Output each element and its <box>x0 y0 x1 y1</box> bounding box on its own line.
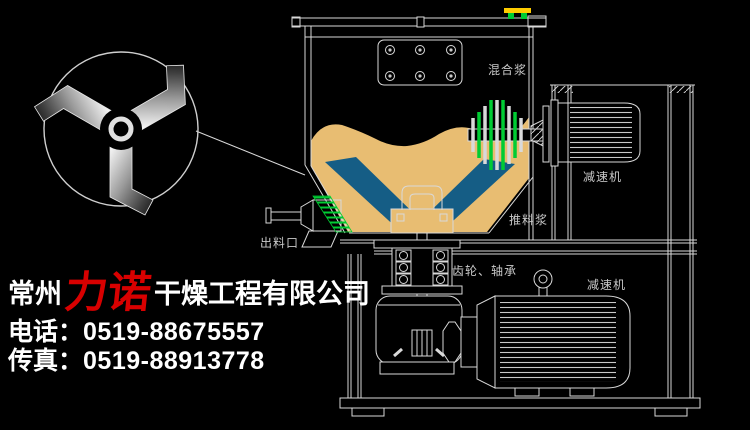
lid-fitting <box>504 8 531 19</box>
leader-line <box>195 130 306 176</box>
phone-line: 电话：0519-88675557 <box>8 312 265 348</box>
bearing-column <box>373 233 463 332</box>
bearing-icon <box>395 249 449 286</box>
paddle-blades <box>471 100 523 170</box>
company-suffix: 干燥工程有限公司 <box>154 279 370 309</box>
fax-label: 传真： <box>8 347 84 375</box>
phone-number: 0519-88675557 <box>83 318 265 346</box>
gearbox <box>375 295 463 375</box>
fax-number: 0519-88913778 <box>83 347 265 375</box>
label-gear-bearing: 齿轮、轴承 <box>452 264 518 278</box>
base-rail <box>339 397 701 417</box>
bolt-plate <box>377 39 463 86</box>
shaft-passthrough <box>530 99 559 167</box>
phone-label: 电话： <box>8 318 84 346</box>
impeller-icon <box>33 64 186 216</box>
label-mixing-paddle: 混合浆 <box>488 63 528 77</box>
bottom-motor <box>442 269 631 397</box>
top-reducer-motor <box>557 102 641 163</box>
company-name: 常州力诺干燥工程有限公司 <box>8 269 370 317</box>
eye-bolt-icon <box>533 269 553 296</box>
label-reducer-top: 减速机 <box>583 170 623 184</box>
label-discharge-port: 出料口 <box>260 236 300 250</box>
inset-detail-circle <box>33 51 306 216</box>
company-prefix: 常州 <box>8 279 62 309</box>
label-pushing-paddle: 推料浆 <box>509 213 549 227</box>
fax-line: 传真：0519-88913778 <box>8 341 265 377</box>
tank-lid <box>291 15 547 28</box>
brand-logo: 力诺 <box>62 269 154 317</box>
bolt-icon <box>385 45 456 81</box>
discharge-chute <box>265 195 353 248</box>
label-reducer-bottom: 减速机 <box>587 278 627 292</box>
discharge-valve <box>312 195 353 233</box>
pushing-paddle <box>467 100 545 170</box>
